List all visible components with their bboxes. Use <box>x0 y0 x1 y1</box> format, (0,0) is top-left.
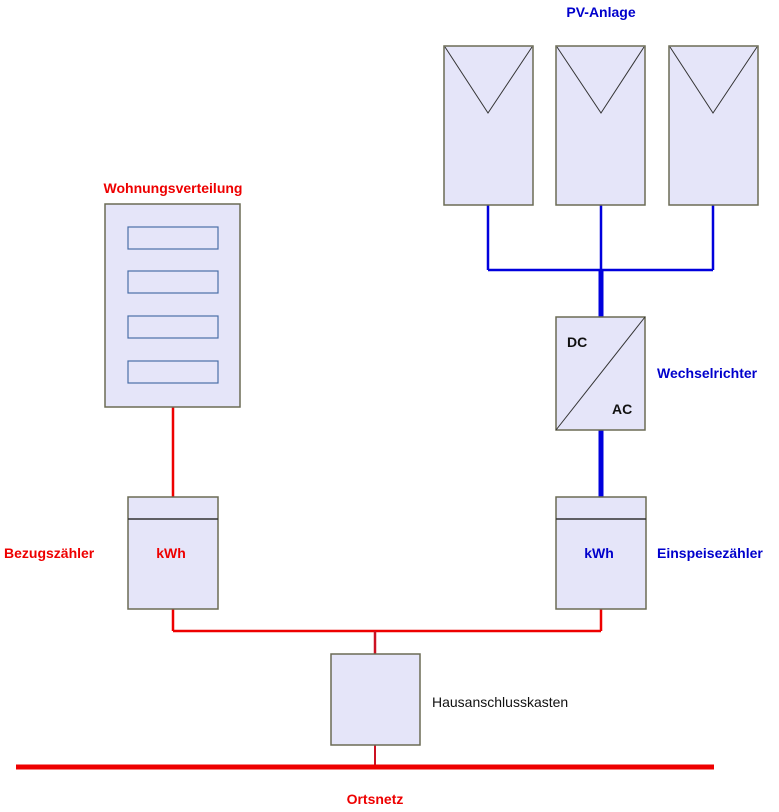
inverter: DC AC Wechselrichter <box>555 316 758 431</box>
distribution-slot <box>127 360 219 384</box>
feed-in-meter: kWh Einspeisezähler <box>555 496 763 610</box>
pv-module <box>443 45 534 206</box>
ac-wiring <box>16 407 714 770</box>
feed-in-meter-label: Einspeisezähler <box>657 545 763 561</box>
dc-wiring <box>486 205 715 497</box>
inverter-dc-label: DC <box>567 334 587 350</box>
inverter-label: Wechselrichter <box>657 365 758 381</box>
pv-module <box>555 45 646 206</box>
house-connection-box-label: Hausanschlusskasten <box>432 694 568 710</box>
pv-module <box>668 45 759 206</box>
feed-in-meter-unit: kWh <box>584 545 614 561</box>
pv-array-label: PV-Anlage <box>566 4 635 20</box>
consumption-meter-label: Bezugszähler <box>4 545 95 561</box>
distribution-slot <box>127 315 219 339</box>
inverter-ac-label: AC <box>612 401 632 417</box>
pv-array: PV-Anlage <box>443 4 759 206</box>
grid-label: Ortsnetz <box>347 791 404 807</box>
distribution-slot <box>127 226 219 250</box>
pv-module-symbol-icon <box>669 46 758 114</box>
consumption-meter: kWh Bezugszähler <box>4 496 219 610</box>
consumption-meter-unit: kWh <box>156 545 186 561</box>
pv-module-symbol-icon <box>556 46 645 114</box>
pv-module-symbol-icon <box>444 46 533 114</box>
inverter-diagonal-icon <box>555 316 646 431</box>
house-connection-box: Hausanschlusskasten <box>330 653 568 746</box>
distribution-board-label: Wohnungsverteilung <box>104 180 243 196</box>
distribution-board: Wohnungsverteilung <box>104 180 243 408</box>
distribution-slot <box>127 270 219 294</box>
